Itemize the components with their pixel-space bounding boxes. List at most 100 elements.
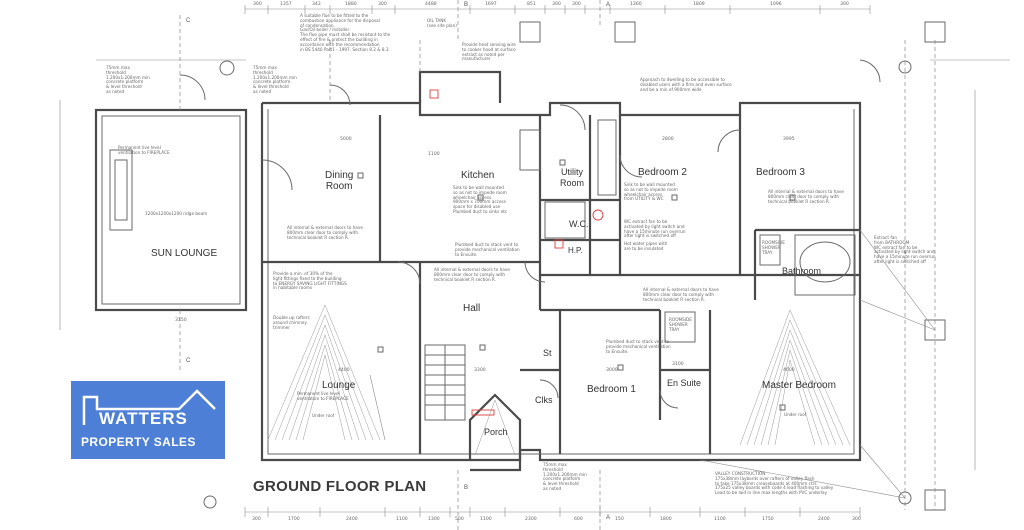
room-store: St: [543, 348, 552, 358]
dim-top-10: 300: [572, 2, 581, 7]
note-threshold-mid: 75mm max threshold 1.200x1.200mm min con…: [253, 65, 297, 94]
note-shower-ensuite: ROOMSIDE SHOWER TRAY: [669, 317, 692, 332]
room-bathroom: Bathroom: [782, 266, 822, 276]
bottom-dimension-line: [244, 507, 861, 517]
dim-top-8: 851: [527, 2, 536, 7]
note-hot-water: Hot water pipes with are to be insulated: [624, 241, 668, 251]
room-kitchen: Kitchen: [461, 170, 495, 181]
note-bath-fan: Extract fan from BATHROOM WC extract fan…: [874, 235, 936, 264]
bathroom-fittings: [519, 119, 856, 343]
note-kitchen-sink: Sink to be wall mounted so as not to imp…: [453, 185, 508, 214]
note-doors-bed1: All internal & external doors to have 80…: [643, 287, 719, 302]
room-bedroom-3: Bedroom 3: [756, 167, 805, 178]
note-lights: Provide a min. of 30% of the light fitti…: [273, 271, 347, 291]
dim-bottom-3: 2400: [346, 517, 358, 522]
porch-walls: [468, 393, 522, 472]
note-threshold-top: 75mm max threshold 1.200x1.200mm min con…: [106, 65, 150, 94]
dim-bottom-13: 1750: [762, 517, 774, 522]
room-bedroom-1: Bedroom 1: [587, 384, 636, 395]
dim-bottom-10: 150: [615, 517, 624, 522]
dim-interior-master: 4600: [783, 368, 795, 373]
note-oil-tank: OIL TANK (see site plan): [427, 18, 457, 28]
dim-bottom-12: 1100: [714, 517, 726, 522]
note-doors-bed3: All internal & external doors to have 80…: [768, 189, 844, 204]
dim-top-13: 1096: [770, 2, 782, 7]
note-cooker: Provide heat sensing wire to cooker hood…: [462, 42, 516, 62]
room-hall: Hall: [463, 303, 481, 314]
note-flue: A suitable flue to be fitted to the comb…: [300, 13, 391, 52]
room-bedroom-2: Bedroom 2: [638, 167, 687, 178]
door-swings: [179, 59, 881, 409]
room-master-bedroom: Master Bedroom: [762, 380, 836, 391]
dim-bottom-9: 600: [574, 517, 583, 522]
dim-bottom-1: 300: [252, 517, 261, 522]
dim-top-9: 300: [552, 2, 561, 7]
room-wc: W.C.: [569, 219, 589, 229]
sun-lounge-walls: [94, 59, 248, 312]
section-lines: [179, 0, 936, 530]
note-access: Approach to dwelling to be accessible to…: [640, 77, 732, 92]
room-porch: Porch: [484, 427, 508, 437]
note-utility: Sink to be wall mounted so as not to imp…: [624, 182, 678, 202]
note-vent-fireplace: Permanent live level ventilation to FIRE…: [118, 145, 170, 155]
rear-projection: [203, 21, 946, 511]
dim-interior-dining: 5000: [340, 137, 352, 142]
room-hp: H.P.: [568, 246, 583, 255]
note-porch: 75mm max threshold 1.200x1.200mm min con…: [543, 462, 587, 491]
dim-bottom-2: 1700: [288, 517, 300, 522]
room-lounge: Lounge: [322, 380, 356, 391]
dim-interior-bed1: 3000: [606, 368, 618, 373]
dim-interior-kitchen: 1100: [428, 152, 440, 157]
section-marker-a-top: A: [606, 2, 611, 8]
dim-bottom-14: 2400: [818, 517, 830, 522]
note-bed1-vent: Plumbed duct to stack vent to provide me…: [606, 339, 671, 354]
dim-interior-sun: 3150: [175, 318, 187, 323]
dim-top-6: 4488: [425, 2, 437, 7]
dim-bottom-6: 500: [455, 517, 464, 522]
dim-bottom-4: 1100: [396, 517, 408, 522]
dim-interior-bed3: 3995: [783, 137, 795, 142]
top-dimension-line: [244, 5, 871, 14]
electrical-markers: [357, 89, 796, 416]
brand-logo: WATTERS PROPERTY SALES: [71, 381, 225, 459]
brand-name: WATTERS: [99, 409, 188, 428]
section-marker-b-bottom: B: [464, 485, 469, 491]
dim-bottom-5: 1300: [428, 517, 440, 522]
room-sun-lounge: SUN LOUNGE: [151, 248, 218, 259]
dim-top-5: 300: [378, 2, 387, 7]
dim-bottom-11: 1800: [660, 517, 672, 522]
note-wc-fan: WC extract fan to be activated by light …: [624, 219, 686, 239]
dim-interior-ensuite: 3100: [672, 362, 684, 367]
dim-top-1: 300: [253, 2, 262, 7]
note-sun-lounge-beam: 1200x1200x1200 ridge beam: [145, 211, 208, 216]
dim-top-14: 300: [840, 2, 849, 7]
room-dining: Dining Room: [325, 170, 354, 192]
room-en-suite: En Suite: [667, 378, 702, 388]
note-lounge-rafters: Double up rafters around chimney trimmer: [273, 315, 310, 330]
note-lounge-vent: Permanent live level ventilation to FIRE…: [297, 391, 349, 401]
dim-top-3: 342: [312, 2, 321, 7]
dim-top-12: 1809: [693, 2, 705, 7]
stairs: [424, 344, 466, 421]
room-cloaks: Clks: [535, 395, 553, 405]
note-doors-dining: All internal & external doors to have 80…: [287, 225, 363, 240]
note-doors-hall: All internal & external doors to have 80…: [434, 267, 510, 282]
roof-hatching: [267, 304, 851, 446]
note-valley: VALLEY CONSTRUCTION 175x38mm laybords ov…: [715, 471, 834, 496]
section-marker-c-top: C: [186, 18, 191, 24]
room-utility: Utility Room: [560, 167, 585, 188]
plan-title: GROUND FLOOR PLAN: [253, 478, 427, 495]
dim-interior-lounge: 4400: [338, 368, 350, 373]
dim-bottom-8: 2300: [525, 517, 537, 522]
dim-interior-bed2: 2800: [662, 137, 674, 142]
note-shower-bath: ROOMSIDE SHOWER TRAY: [762, 240, 785, 255]
interior-walls: [262, 115, 860, 454]
note-under-roof-lounge: Under roof: [312, 413, 335, 418]
dim-top-11: 1360: [630, 2, 642, 7]
note-under-roof-master: Under roof: [784, 412, 807, 417]
dim-top-7: 1697: [485, 2, 497, 7]
note-bed2-vent: Plumbed duct to stack vent to provide me…: [455, 242, 520, 257]
section-marker-c-bottom: C: [186, 358, 191, 364]
section-marker-a-bottom: A: [606, 515, 611, 521]
